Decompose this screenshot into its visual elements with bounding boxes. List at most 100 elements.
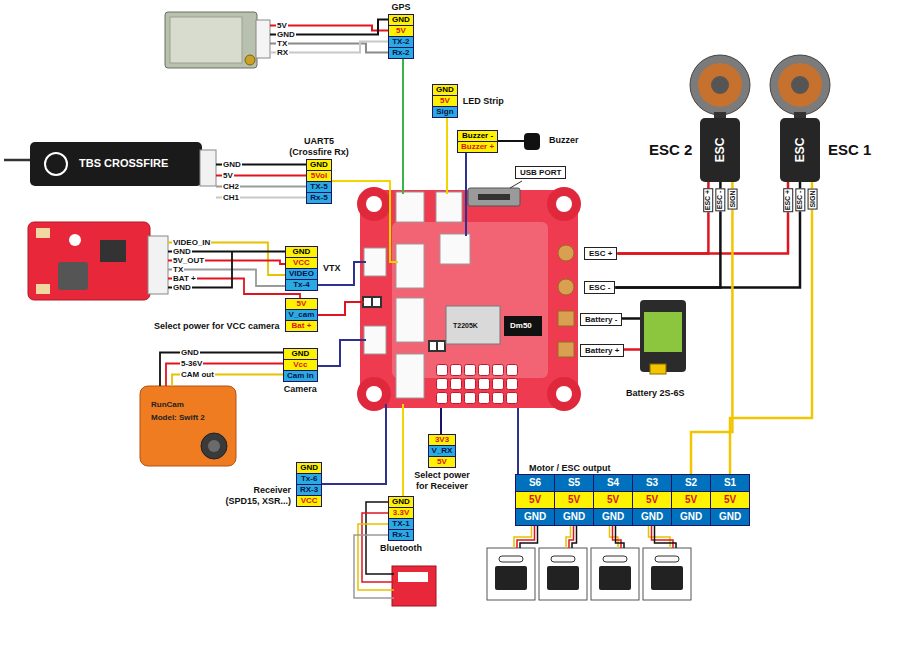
table-cell: 5V (594, 492, 632, 508)
pin-box: GNDVCCVIDEOTx-4 (285, 246, 318, 291)
flight-controller-board (438, 342, 444, 350)
board-wire (318, 302, 364, 315)
pin-label: GND (389, 497, 413, 508)
wire-tag: ESC - (795, 188, 805, 211)
brushless-motor (791, 76, 809, 94)
brushless-motor (698, 63, 742, 107)
pin-header-box: CameraGNDVccCam in (283, 348, 318, 395)
pin-header-box: UART5 (Crossfire Rx)GND5VolTX-5Rx-5 (282, 136, 356, 204)
tag-text: Battery + (585, 346, 619, 355)
vtx-module (28, 222, 150, 300)
servo-symbol (603, 556, 627, 562)
pin-label: V_cam (286, 310, 318, 321)
flight-controller-board (396, 192, 424, 222)
wire-label: CAM out (180, 370, 215, 379)
wire-label: GND (222, 160, 242, 169)
wire-label: 5V (222, 171, 234, 180)
bluetooth-module (398, 572, 428, 582)
pin-label: Bat + (286, 321, 318, 331)
pin-box: Buzzer -Buzzer + (457, 130, 498, 153)
esc-wire (615, 182, 800, 288)
pin-box: 5VV_camBat + (285, 298, 319, 332)
pin-label: Buzzer + (458, 142, 497, 152)
table-cell: S3 (633, 475, 671, 491)
pad-tag: Battery + (580, 344, 624, 357)
wire-label: GND (172, 283, 192, 292)
board-wire (402, 58, 404, 194)
table-cell: 5V (555, 492, 593, 508)
vtx-module (69, 234, 81, 246)
flight-controller-board (428, 340, 446, 352)
flight-controller-board (558, 245, 574, 261)
node-heading: Select power for VCC camera (154, 321, 280, 332)
wire-label: BAT + (172, 274, 197, 283)
flight-controller-board (440, 234, 470, 264)
board-wire (517, 408, 519, 476)
flight-controller-board (436, 192, 462, 222)
table-cell: S4 (594, 475, 632, 491)
board-wire (465, 152, 467, 236)
pin-label: TX-1 (389, 519, 413, 530)
gps-wire (270, 44, 398, 53)
vtx-wire (168, 243, 300, 303)
fpv-camera (140, 386, 236, 466)
wire-tag: ESC + (704, 188, 714, 212)
pin-label: V_RX (429, 446, 456, 457)
pin-label: 3V3 (429, 435, 456, 446)
servo-wire (514, 524, 676, 548)
flight-controller-board (362, 296, 382, 308)
vtx-module (28, 222, 168, 300)
board-wire (320, 404, 386, 484)
pad-tag: Battery - (580, 313, 622, 326)
buzzer-symbol (498, 133, 540, 150)
part-label: Battery 2S-6S (625, 388, 686, 399)
pin-label: 5V (429, 457, 456, 467)
flight-controller-board (558, 279, 574, 295)
pin-label: 5V (286, 299, 318, 310)
pin-box: GND5VSign (432, 84, 458, 118)
servo-symbol (487, 548, 535, 600)
board-wire (332, 181, 398, 262)
pin-label: GND (307, 160, 331, 171)
table-cell: 5V (516, 492, 554, 508)
buzzer-symbol (498, 140, 524, 142)
servo-symbol (539, 548, 587, 600)
wire-tag: ESC + (783, 188, 793, 212)
battery-pack (620, 300, 686, 374)
node-heading: GPS (391, 2, 410, 13)
tag-text: ESC - (589, 283, 610, 292)
table-cell: GND (594, 509, 632, 525)
esc-unit: ESC 1ESC (780, 118, 879, 182)
gps-module (245, 55, 255, 65)
wire-label: GND (276, 30, 296, 39)
wire-label: 5V (276, 21, 288, 30)
servo-symbol (599, 566, 631, 590)
output-grid: S6S5S4S3S2S15V5V5V5V5V5VGNDGNDGNDGNDGNDG… (515, 474, 750, 526)
flight-controller-board (436, 364, 520, 406)
node-heading: Bluetooth (380, 543, 422, 554)
pin-label: Vcc (284, 360, 317, 371)
node-heading: Select power for Receiver (410, 470, 474, 492)
bluetooth-module (392, 566, 436, 606)
node-heading: UART5 (Crossfire Rx) (282, 136, 356, 158)
wire-label: CH1 (222, 193, 240, 202)
wire-label: 5-36V (180, 359, 203, 368)
pin-label: GND (284, 349, 317, 360)
brushless-motor (711, 76, 729, 94)
pin-label: Tx-6 (297, 474, 321, 485)
esc-wire (617, 182, 788, 254)
node-heading: LED Strip (463, 96, 504, 107)
pin-header-box: LED Strip GND5VSign (432, 84, 504, 118)
pin-box: 3V3V_RX5V (428, 434, 457, 468)
vtx-module (36, 228, 50, 238)
vtx-module (36, 284, 50, 294)
pin-header-box: VTXGNDVCCVIDEOTx-4 (285, 246, 340, 291)
pin-box: GND5VTX-2Rx-2 (388, 14, 414, 59)
flight-controller-board (504, 316, 542, 336)
servo-symbol (651, 566, 683, 590)
battery-pack (644, 312, 682, 352)
battery-pack (640, 300, 686, 372)
table-cell: GND (633, 509, 671, 525)
flight-controller-board (357, 187, 391, 221)
